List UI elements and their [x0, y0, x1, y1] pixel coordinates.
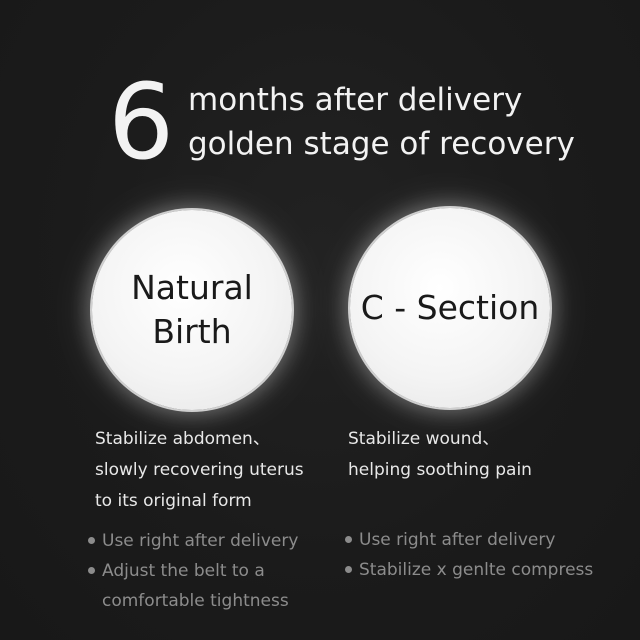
natural-birth-title-line-1: Natural	[131, 268, 253, 307]
bullet-line: comfortable tightness	[102, 591, 289, 611]
bullet-line: Use right after delivery	[102, 531, 299, 551]
headline-number: 6	[108, 61, 175, 183]
bullet-dot-icon	[88, 537, 95, 544]
c-section-circle: C - Section	[350, 208, 550, 408]
description-line: to its original form	[95, 491, 252, 511]
natural-birth-circle: Natural Birth	[92, 210, 292, 410]
bullet-line: Stabilize x genlte compress	[359, 560, 594, 580]
natural-birth-description: Stabilize abdomen、 slowly recovering ute…	[95, 424, 304, 517]
bullet-dot-icon	[88, 567, 95, 574]
description-line: Stabilize abdomen、	[95, 429, 270, 449]
natural-birth-title-line-2: Birth	[152, 312, 232, 351]
headline-line-2: golden stage of recovery	[188, 126, 575, 162]
natural-birth-bullet-list: Use right after delivery Adjust the belt…	[86, 526, 298, 616]
c-section-description: Stabilize wound、 helping soothing pain	[348, 424, 532, 486]
bullet-item: Use right after delivery	[86, 526, 298, 556]
headline-line-1: months after delivery	[188, 82, 523, 118]
bullet-text: Adjust the belt to a comfortable tightne…	[102, 556, 298, 616]
c-section-title: C - Section	[360, 288, 540, 327]
bullet-dot-icon	[345, 536, 352, 543]
bullet-text: Use right after delivery	[359, 525, 593, 555]
c-section-bullet-list: Use right after delivery Stabilize x gen…	[343, 525, 593, 585]
description-line: Stabilize wound、	[348, 429, 500, 449]
bullet-line: Use right after delivery	[359, 530, 556, 550]
bullet-item: Use right after delivery	[343, 525, 593, 555]
bullet-text: Use right after delivery	[102, 526, 298, 556]
bullet-item: Adjust the belt to a comfortable tightne…	[86, 556, 298, 616]
description-line: slowly recovering uterus	[95, 460, 304, 480]
headline: months after delivery golden stage of re…	[188, 78, 575, 166]
natural-birth-title: Natural Birth	[131, 266, 253, 354]
bullet-line: Adjust the belt to a	[102, 561, 265, 581]
bullet-dot-icon	[345, 566, 352, 573]
bullet-text: Stabilize x genlte compress	[359, 555, 593, 585]
bullet-item: Stabilize x genlte compress	[343, 555, 593, 585]
description-line: helping soothing pain	[348, 460, 532, 480]
